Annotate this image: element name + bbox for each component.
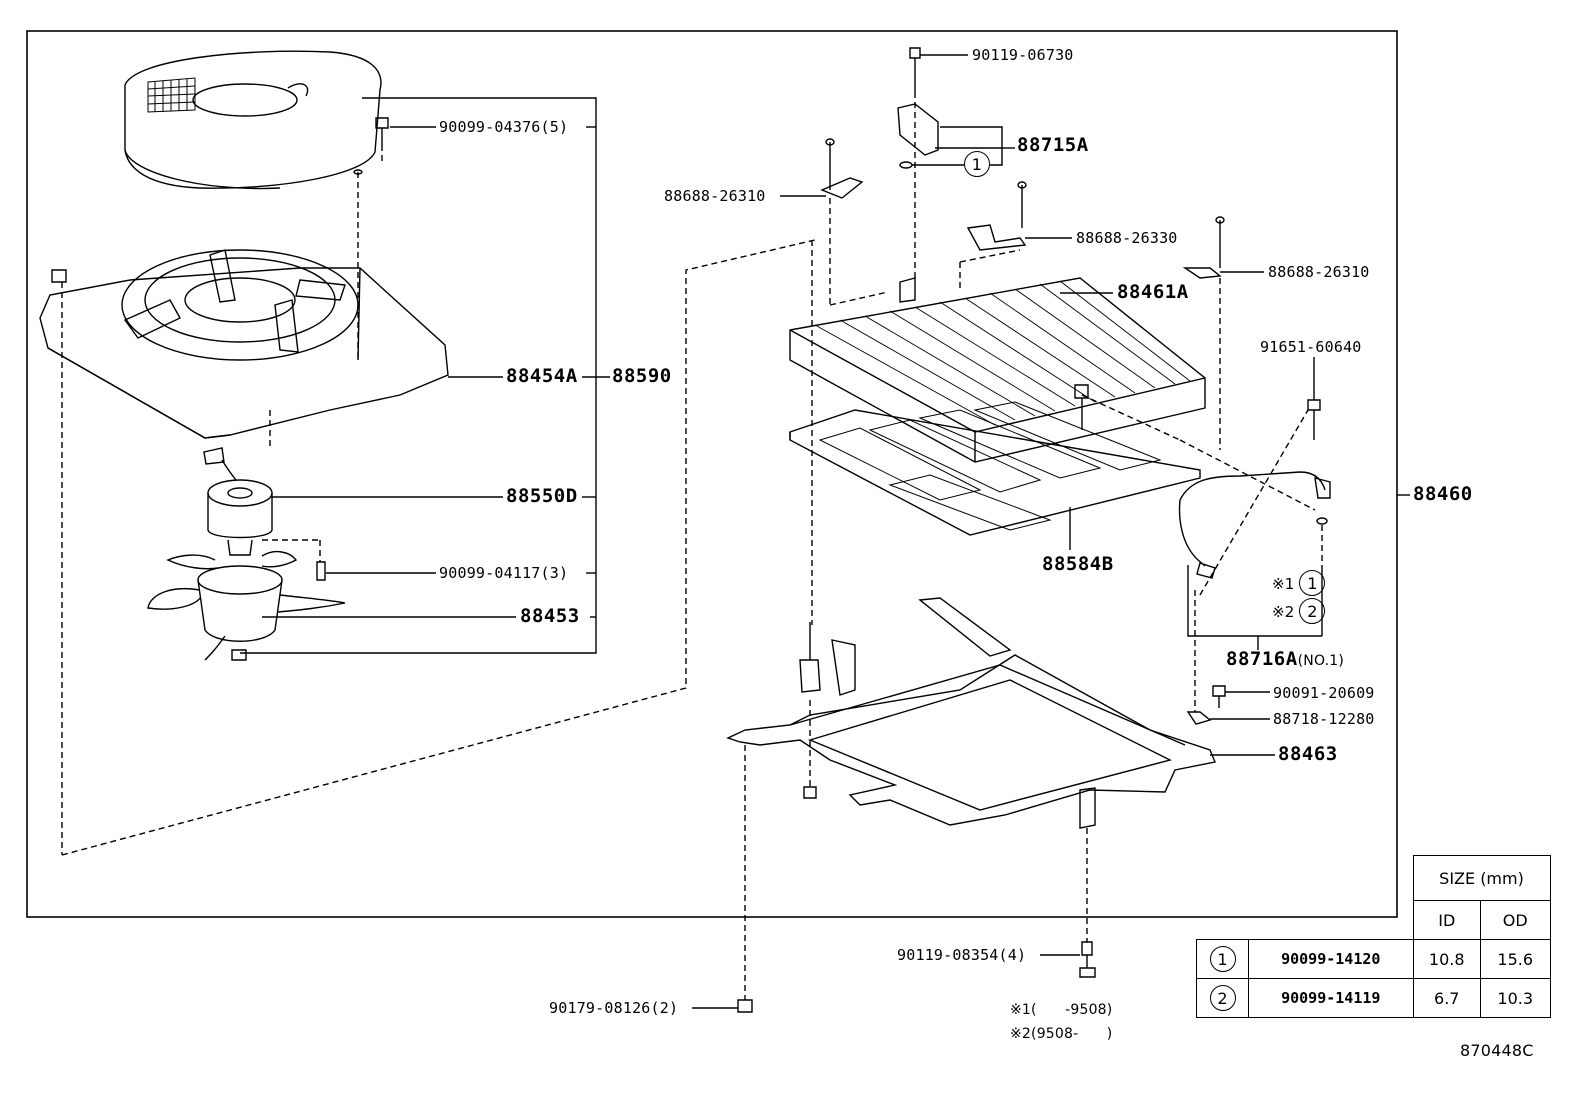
circle-mark-2-table: 2 xyxy=(1209,985,1236,1011)
filter-drawing xyxy=(789,277,1206,463)
size-table-row: 1 90099-14120 10.8 15.6 xyxy=(1196,939,1551,979)
label-90179-08126: 90179-08126(2) xyxy=(549,999,679,1017)
label-88463: 88463 xyxy=(1278,743,1338,765)
note-mark-2: ※2 xyxy=(1272,603,1295,621)
label-88716A-sub: (NO.1) xyxy=(1297,653,1345,669)
label-90091-20609: 90091-20609 xyxy=(1273,684,1375,702)
figure-code: 870448C xyxy=(1460,1041,1534,1060)
size-table-mark: 1 xyxy=(1196,939,1249,979)
fan-shroud-drawing xyxy=(39,249,449,439)
size-table: SIZE (mm) ID OD 1 90099-14120 10.8 15.6 … xyxy=(1196,855,1551,1018)
label-90099-04117: 90099-04117(3) xyxy=(439,564,569,582)
label-88453: 88453 xyxy=(520,605,580,627)
circle-mark-1b: 1 xyxy=(1299,570,1326,596)
shroud-cover-drawing xyxy=(124,50,382,190)
size-table-part: 90099-14119 xyxy=(1248,978,1414,1018)
label-90119-06730: 90119-06730 xyxy=(972,46,1074,64)
label-88718-12280: 88718-12280 xyxy=(1273,710,1375,728)
label-88688-26330: 88688-26330 xyxy=(1076,229,1178,247)
size-table-title: SIZE (mm) xyxy=(1412,855,1551,901)
label-88715A: 88715A xyxy=(1017,134,1089,156)
fan-blade-drawing xyxy=(147,550,346,661)
label-88460: 88460 xyxy=(1413,483,1473,505)
group-bracket-left xyxy=(240,97,597,654)
label-note-mark-2: ※2 2 xyxy=(1272,598,1326,624)
circle-mark-1: 1 xyxy=(964,151,990,177)
hose-drawing xyxy=(1178,471,1331,579)
leader-lines xyxy=(262,54,1410,1009)
circle-mark-2: 2 xyxy=(1299,598,1326,624)
label-circle-1-top: 1 xyxy=(964,151,990,177)
size-table-col-id: ID xyxy=(1412,900,1481,940)
upper-right-hardware xyxy=(820,47,1328,525)
label-88688-26310-b: 88688-26310 xyxy=(1268,263,1370,281)
size-table-mark: 2 xyxy=(1196,978,1249,1018)
size-table-id: 6.7 xyxy=(1412,978,1481,1018)
label-90099-04376: 90099-04376(5) xyxy=(439,118,569,136)
size-table-part: 90099-14120 xyxy=(1248,939,1414,979)
note-1: ※1( -9508) xyxy=(1010,1002,1113,1018)
label-88461A: 88461A xyxy=(1117,281,1189,303)
size-table-header-row: SIZE (mm) xyxy=(1197,855,1551,901)
note-2: ※2(9508- ) xyxy=(1010,1026,1113,1042)
filter-center-bolt xyxy=(1074,384,1089,430)
label-88584B: 88584B xyxy=(1042,553,1114,575)
size-table-row: 2 90099-14119 6.7 10.3 xyxy=(1196,978,1551,1018)
label-88716A-num: 88716A xyxy=(1226,648,1298,670)
size-table-subheader-row: ID OD xyxy=(1197,900,1551,940)
right-dashed-lines xyxy=(744,92,1323,1000)
size-table-col-od: OD xyxy=(1479,900,1551,940)
label-90119-08354: 90119-08354(4) xyxy=(897,946,1027,964)
size-table-id: 10.8 xyxy=(1412,939,1481,979)
left-dashed-lines xyxy=(61,145,816,856)
label-88454A: 88454A xyxy=(506,365,578,387)
circle-mark-1-table: 1 xyxy=(1209,946,1236,972)
label-88590: 88590 xyxy=(612,365,672,387)
main-frame xyxy=(26,30,1398,918)
left-fasteners xyxy=(51,117,389,661)
label-88550D: 88550D xyxy=(506,485,578,507)
drain-plate-drawing xyxy=(789,401,1201,536)
blower-motor-drawing xyxy=(203,447,273,556)
frame-drawing xyxy=(726,597,1216,829)
label-88688-26310-a: 88688-26310 xyxy=(664,187,766,205)
size-table-od: 15.6 xyxy=(1479,939,1551,979)
note-mark-1: ※1 xyxy=(1272,575,1295,593)
label-91651-60640: 91651-60640 xyxy=(1260,338,1362,356)
label-note-mark-1: ※1 1 xyxy=(1272,570,1326,596)
size-table-od: 10.3 xyxy=(1479,978,1551,1018)
label-88716A: 88716A(NO.1) xyxy=(1226,650,1344,670)
